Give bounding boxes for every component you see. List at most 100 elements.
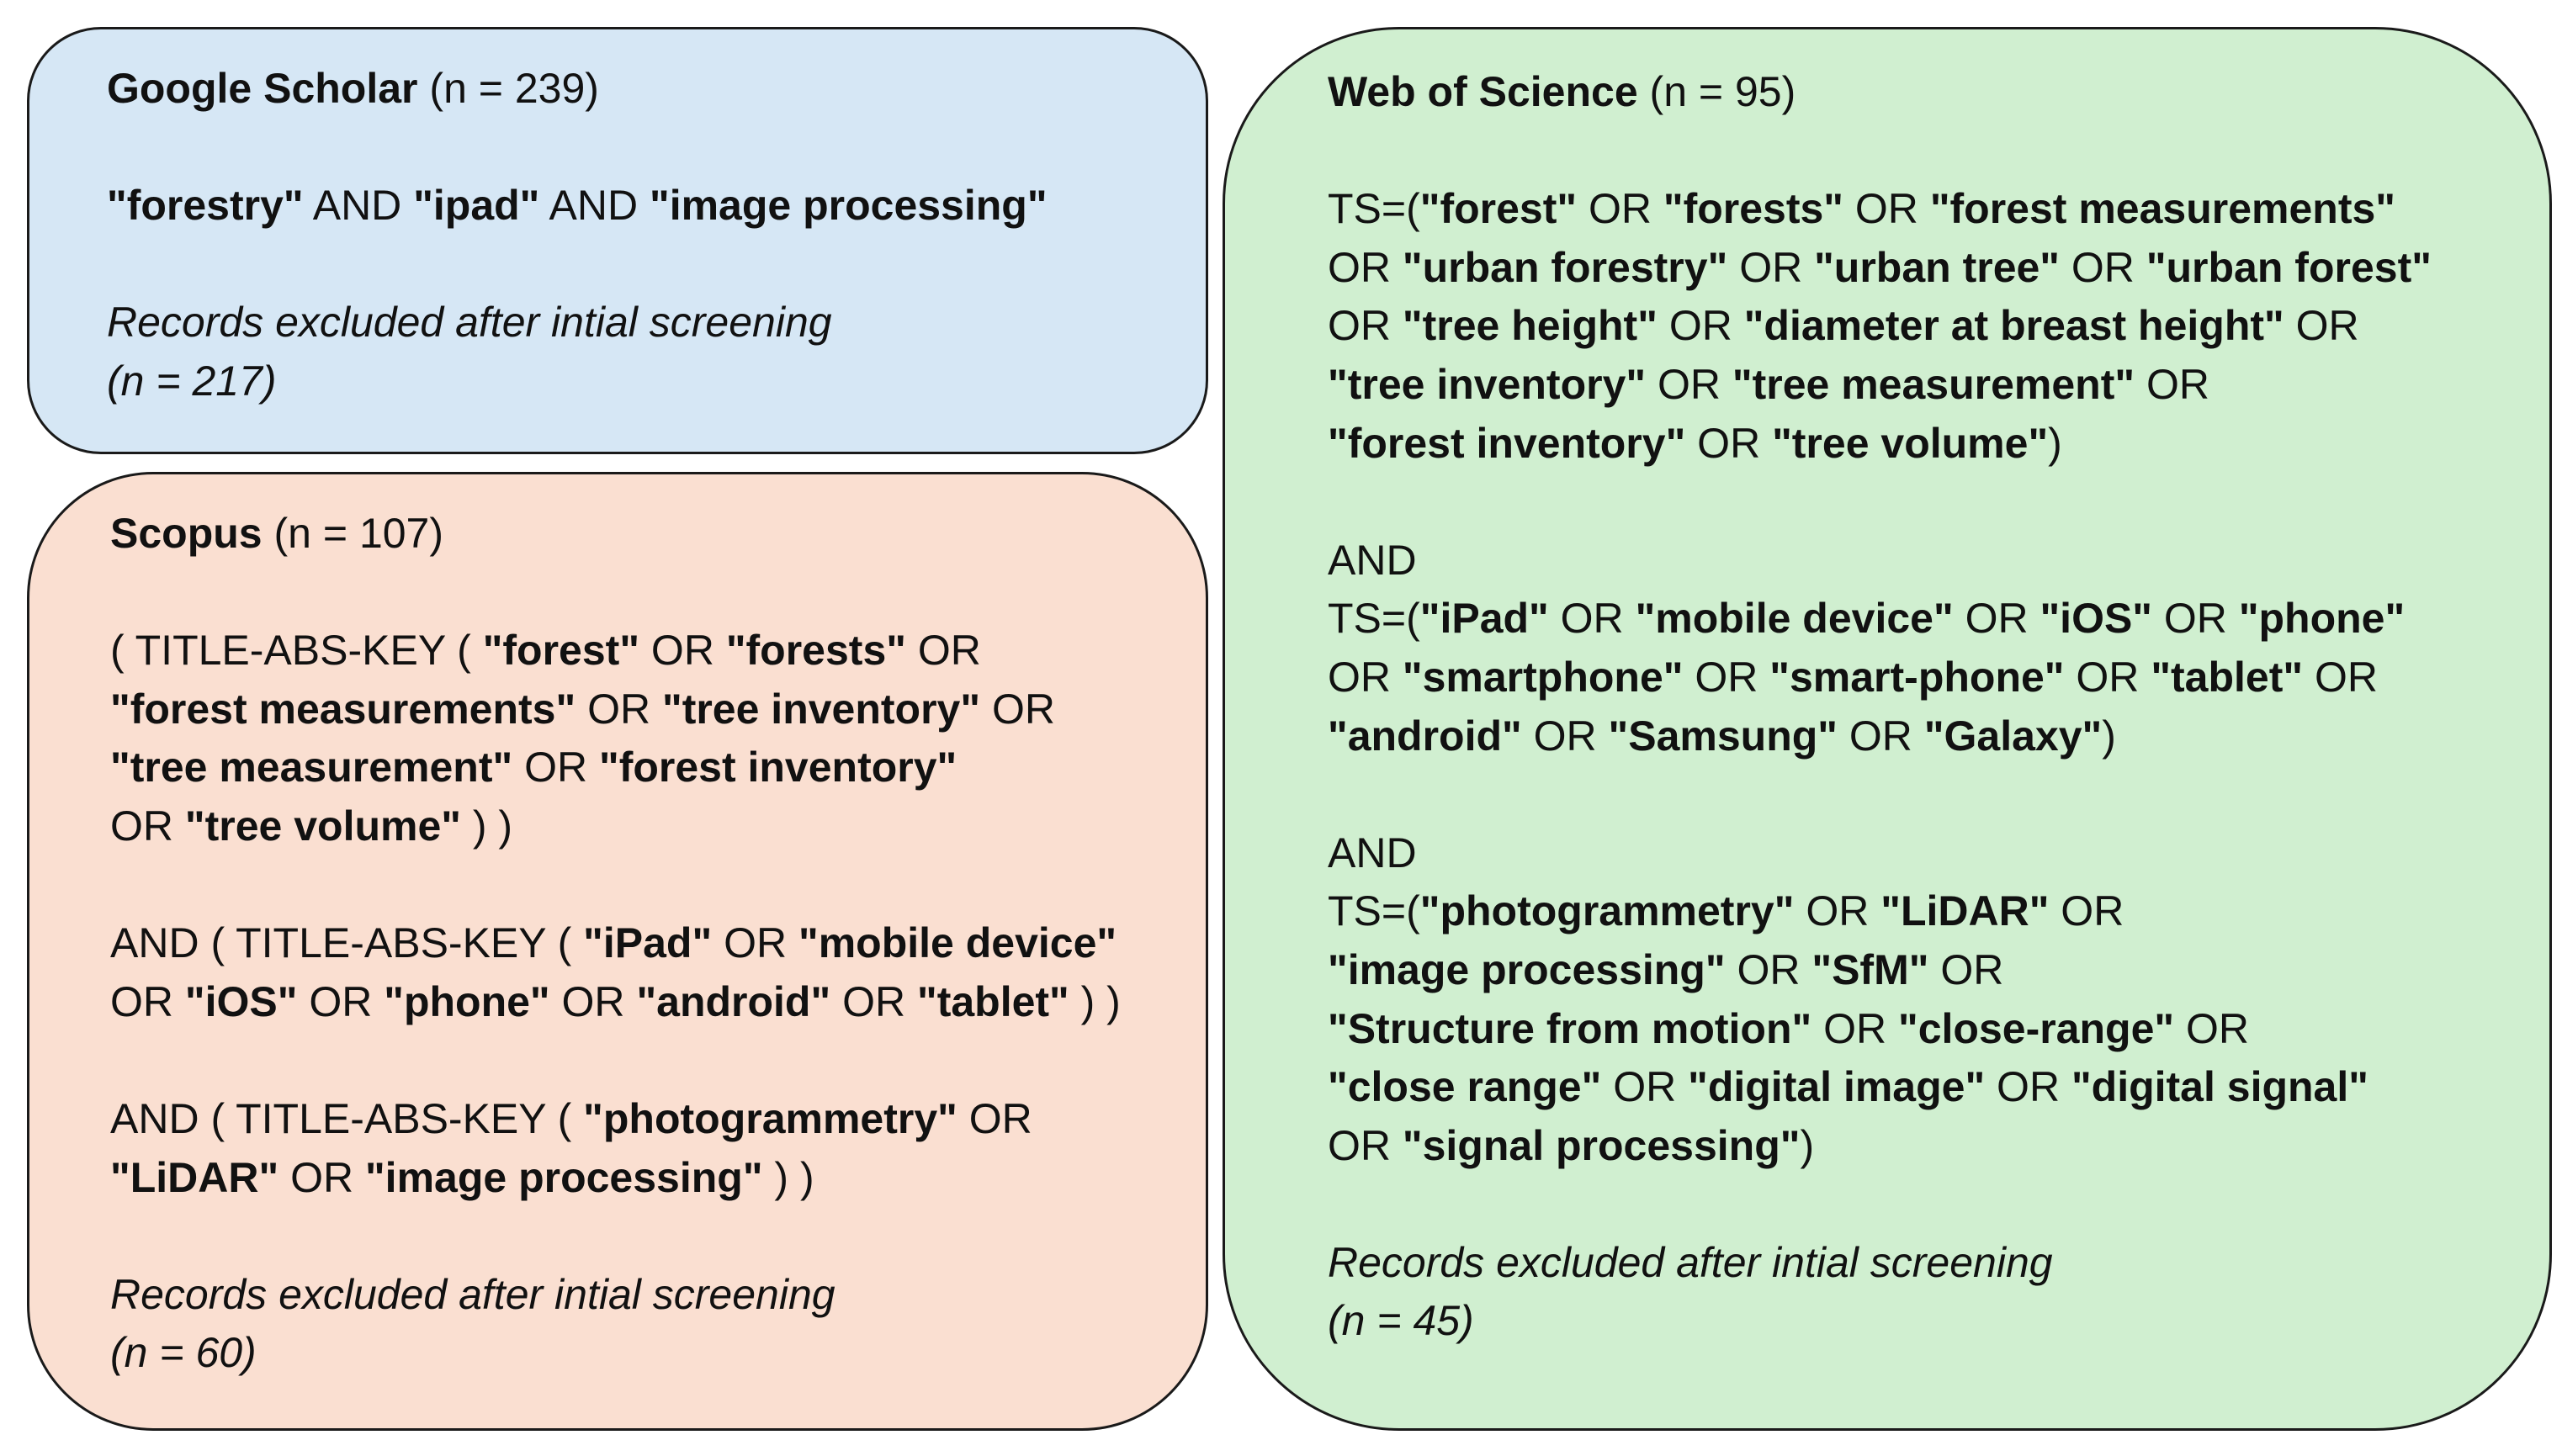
query-term: "tree inventory": [661, 685, 981, 733]
excluded-count: (n = 217): [107, 357, 277, 405]
record-count: (n = 239): [429, 65, 599, 112]
database-name: Web of Science: [1328, 68, 1638, 115]
query-term: "image processing": [364, 1153, 763, 1201]
query-operator: OR: [1685, 419, 1773, 467]
query-line: "forest measurements" OR "tree inventory…: [110, 680, 1121, 739]
query-term: "close range": [1328, 1063, 1602, 1111]
query-term: "android": [636, 977, 831, 1025]
query-line: "forest inventory" OR "tree volume"): [1328, 415, 2432, 474]
query-operator: AND ( TITLE-ABS-KEY (: [110, 919, 584, 967]
query-term: "Galaxy": [1923, 712, 2103, 760]
query-operator: OR: [1657, 302, 1744, 350]
query-term: "phone": [384, 977, 550, 1025]
query-term: "Structure from motion": [1328, 1004, 1812, 1052]
query-term: "urban forest": [2146, 243, 2432, 291]
query-operator: OR: [2135, 360, 2209, 408]
query-operator: OR: [1328, 653, 1403, 701]
query-line: OR "iOS" OR "phone" OR "android" OR "tab…: [110, 973, 1121, 1032]
excluded-count: (n = 60): [110, 1329, 257, 1377]
query-operator: OR: [1838, 712, 1924, 760]
query-term: "smart-phone": [1769, 653, 2065, 701]
query-term: "iPad": [1419, 595, 1549, 643]
query-line: "tree inventory" OR "tree measurement" O…: [1328, 356, 2432, 415]
query-term: "tree measurement": [1732, 360, 2135, 408]
query-term: "tree volume": [184, 802, 461, 850]
query-operator: OR: [2060, 243, 2146, 291]
query-term: "image processing": [1328, 945, 1726, 993]
query-operator: ) ): [762, 1153, 814, 1201]
query-term: "forests": [1663, 185, 1844, 233]
excluded-label: Records excluded after intial screening: [107, 299, 832, 347]
query-operator: OR: [549, 977, 637, 1025]
query-operator: ) ): [1069, 977, 1121, 1025]
and-operator: AND: [1328, 536, 1417, 584]
scopus-box: Scopus (n = 107) ( TITLE-ABS-KEY ( "fore…: [27, 472, 1208, 1431]
query-operator: OR: [712, 919, 798, 967]
query-operator: OR: [1521, 712, 1609, 760]
query-term: "signal processing": [1402, 1121, 1801, 1169]
query-line: AND ( TITLE-ABS-KEY ( "photogrammetry" O…: [110, 1090, 1121, 1149]
query-line: "close range" OR "digital image" OR "dig…: [1328, 1058, 2432, 1117]
query-term: "SfM": [1811, 945, 1929, 993]
query-operator: OR: [2174, 1004, 2249, 1052]
query-line: TS=("iPad" OR "mobile device" OR "iOS" O…: [1328, 590, 2432, 649]
query-operator: OR: [110, 802, 185, 850]
query-operator: OR: [576, 685, 662, 733]
query-term: "LiDAR": [110, 1153, 279, 1201]
query-operator: OR: [1794, 887, 1881, 935]
query-operator: OR: [830, 977, 917, 1025]
query-term: "mobile device": [798, 919, 1117, 967]
query-line: "image processing" OR "SfM" OR: [1328, 941, 2432, 1000]
query-term: "smartphone": [1402, 653, 1684, 701]
query-operator: OR: [639, 627, 726, 675]
query-operator: ): [2048, 419, 2062, 467]
query-term: "close-range": [1898, 1004, 2175, 1052]
query-term: "diameter at breast height": [1743, 302, 2284, 350]
and-operator: AND: [1328, 829, 1417, 876]
excluded-count: (n = 45): [1328, 1297, 1474, 1345]
query-line: OR "tree volume" ) ): [110, 797, 1121, 856]
google-scholar-box: Google Scholar (n = 239) "forestry" AND …: [27, 27, 1208, 454]
query-term: "tree inventory": [1328, 360, 1647, 408]
query-operator: ): [2102, 712, 2116, 760]
query-operator: ) ): [460, 802, 513, 850]
database-name: Google Scholar: [107, 65, 418, 112]
query-term: "forest measurements": [1929, 185, 2395, 233]
web-of-science-text: Web of Science (n = 95) TS=("forest" OR …: [1328, 63, 2432, 1351]
query-operator: AND: [539, 182, 650, 230]
query-line: OR "signal processing"): [1328, 1117, 2432, 1176]
record-count: (n = 107): [273, 510, 444, 557]
query-operator: OR: [278, 1153, 365, 1201]
query-operator: OR: [1928, 945, 2004, 993]
query-operator: OR: [2064, 653, 2151, 701]
query-operator: OR: [980, 685, 1055, 733]
query-operator: ): [1800, 1121, 1815, 1169]
query-term: "tree height": [1402, 302, 1658, 350]
query-term: "urban tree": [1814, 243, 2061, 291]
query-operator: OR: [1646, 360, 1732, 408]
query-line: "android" OR "Samsung" OR "Galaxy"): [1328, 707, 2432, 766]
query-operator: TS=(: [1328, 887, 1420, 935]
query-term: "ipad": [413, 182, 540, 230]
query-operator: OR: [1548, 595, 1636, 643]
query-operator: OR: [1683, 653, 1770, 701]
query-term: "tree volume": [1772, 419, 2049, 467]
query-line: AND ( TITLE-ABS-KEY ( "iPad" OR "mobile …: [110, 914, 1121, 973]
query-term: "forests": [725, 627, 906, 675]
query-operator: OR: [2303, 653, 2378, 701]
query-operator: OR: [1953, 595, 2040, 643]
query-operator: OR: [2049, 887, 2124, 935]
query-term: "photogrammetry": [1419, 887, 1795, 935]
record-count: (n = 95): [1649, 68, 1796, 115]
query-line: OR "urban forestry" OR "urban tree" OR "…: [1328, 239, 2432, 298]
query-term: "forestry": [107, 182, 304, 230]
query-operator: OR: [2284, 302, 2359, 350]
query-term: "forest inventory": [1328, 419, 1686, 467]
query-term: "forest": [482, 627, 640, 675]
query-operator: OR: [1328, 243, 1403, 291]
query-line: OR "tree height" OR "diameter at breast …: [1328, 297, 2432, 356]
query-term: "iOS": [2040, 595, 2153, 643]
query-line: TS=("forest" OR "forests" OR "forest mea…: [1328, 180, 2432, 239]
query-operator: OR: [957, 1094, 1032, 1142]
query-operator: OR: [1328, 302, 1403, 350]
